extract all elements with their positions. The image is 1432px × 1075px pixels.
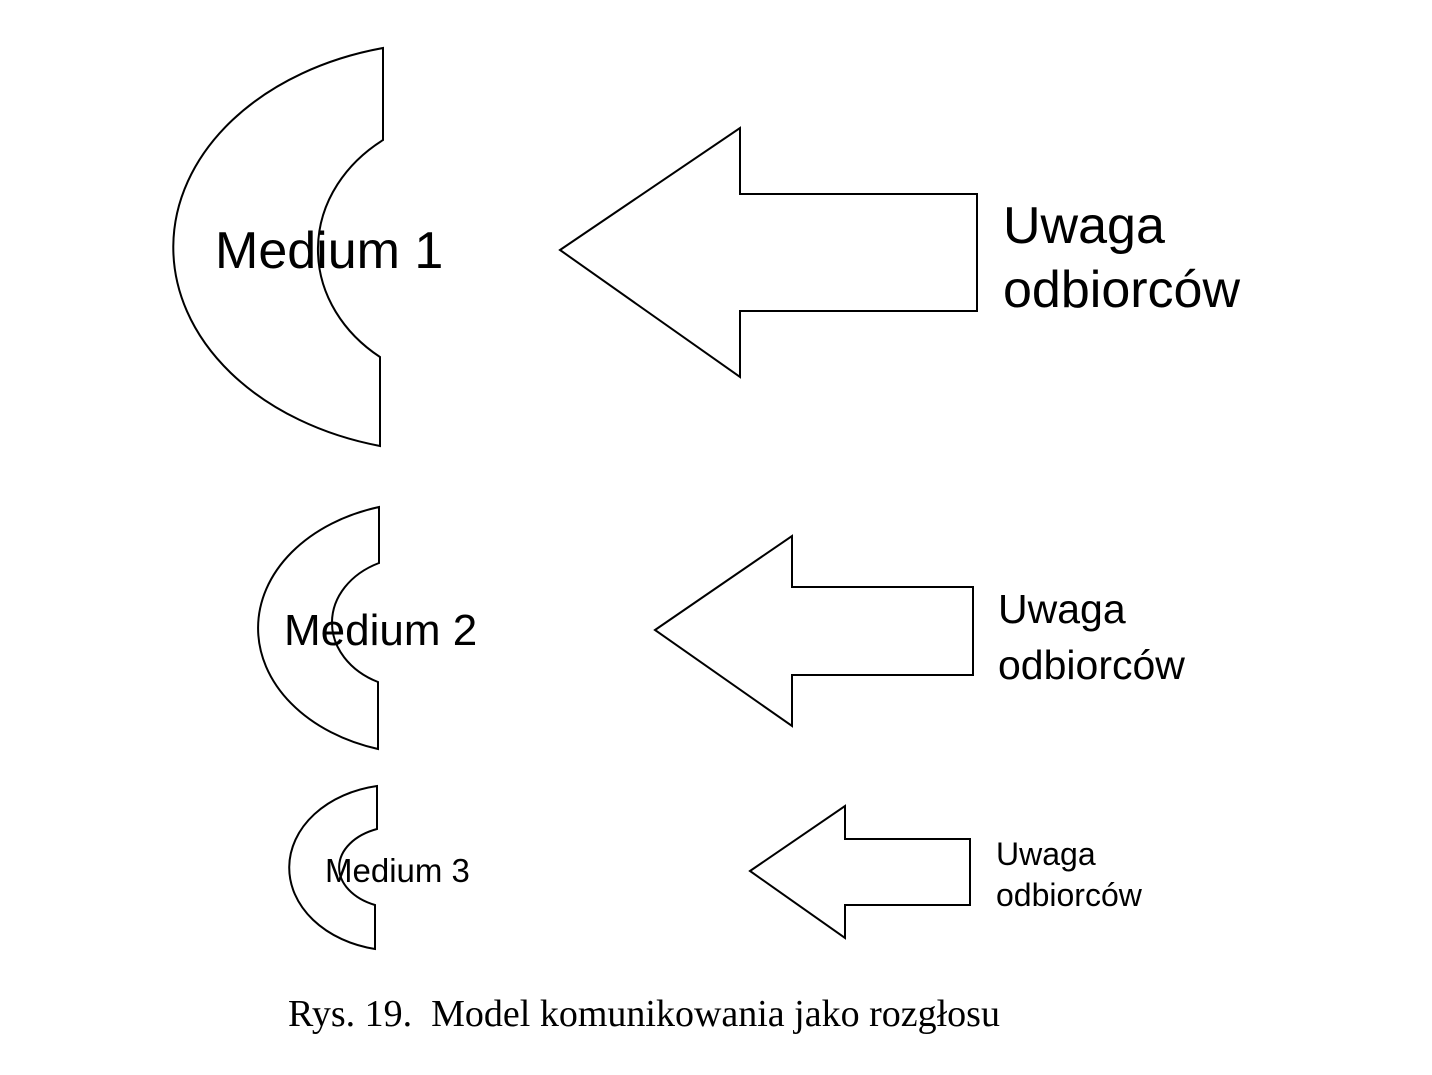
medium-1-arc bbox=[172, 46, 384, 448]
row-2: Medium 2 Uwaga odbiorców bbox=[257, 505, 1185, 751]
attention-arrow-3 bbox=[748, 804, 971, 940]
figure-caption: Rys. 19. Model komunikowania jako rozgło… bbox=[288, 993, 1000, 1035]
medium-2-arc bbox=[257, 505, 380, 751]
medium-3-label: Medium 3 bbox=[325, 852, 470, 889]
attention-arrow-1 bbox=[558, 126, 978, 379]
medium-1-label: Medium 1 bbox=[215, 222, 443, 280]
row-3: Medium 3 Uwaga odbiorców bbox=[288, 784, 1143, 951]
attention-2-line-2: odbiorców bbox=[998, 642, 1185, 688]
attention-1-line-1: Uwaga bbox=[1003, 197, 1165, 255]
attention-2-line-1: Uwaga bbox=[998, 586, 1126, 632]
medium-2-label: Medium 2 bbox=[284, 606, 477, 655]
row-1: Medium 1 Uwaga odbiorców bbox=[172, 46, 1240, 448]
attention-arrow-2 bbox=[653, 534, 974, 728]
attention-1-line-2: odbiorców bbox=[1003, 261, 1240, 319]
attention-3-line-1: Uwaga bbox=[996, 836, 1096, 872]
medium-3-arc bbox=[288, 784, 378, 951]
attention-3-line-2: odbiorców bbox=[996, 877, 1143, 913]
